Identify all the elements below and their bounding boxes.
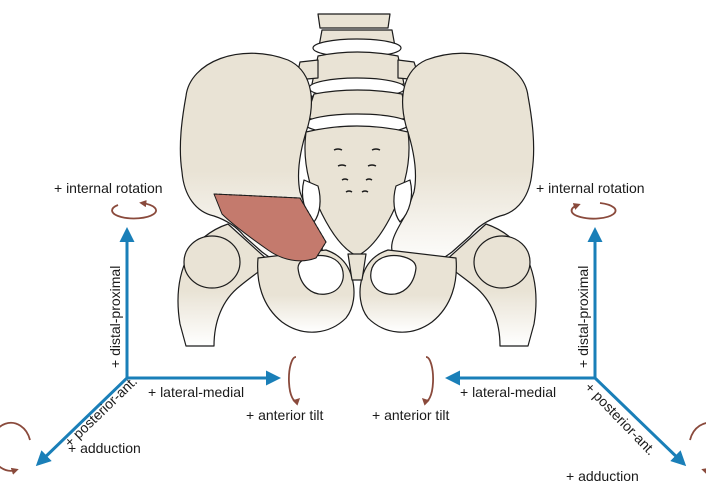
left-lateral-medial-label: + lateral-medial [148,384,244,400]
right-lateral-medial-label: + lateral-medial [460,384,556,400]
left-distal-proximal-label: + distal-proximal [107,266,123,368]
right-anterior-tilt-label: + anterior tilt [372,407,450,423]
right-anterior-tilt-arrow-icon [424,357,433,401]
pelvis-illustration [178,14,536,346]
left-anterior-tilt-label: + anterior tilt [246,407,324,423]
left-anterior-tilt-arrow-icon [289,357,298,401]
right-adduction-arrow-icon [690,423,706,471]
left-internal-rotation-label: + internal rotation [54,180,163,196]
right-posterior-ant-axis [595,378,684,464]
right-internal-rotation-label: + internal rotation [536,180,645,196]
right-posterior-ant-label: + posterior-ant. [582,379,659,458]
right-adduction-label: + adduction [566,468,639,484]
left-internal-rotation-arrow-icon [112,203,156,218]
right-distal-proximal-label: + distal-proximal [575,266,591,368]
left-adduction-label: + adduction [68,440,141,456]
left-posterior-ant-label: + posterior-ant. [61,373,140,450]
right-internal-rotation-arrow-icon [572,203,616,219]
left-adduction-arrow-icon [0,423,30,471]
